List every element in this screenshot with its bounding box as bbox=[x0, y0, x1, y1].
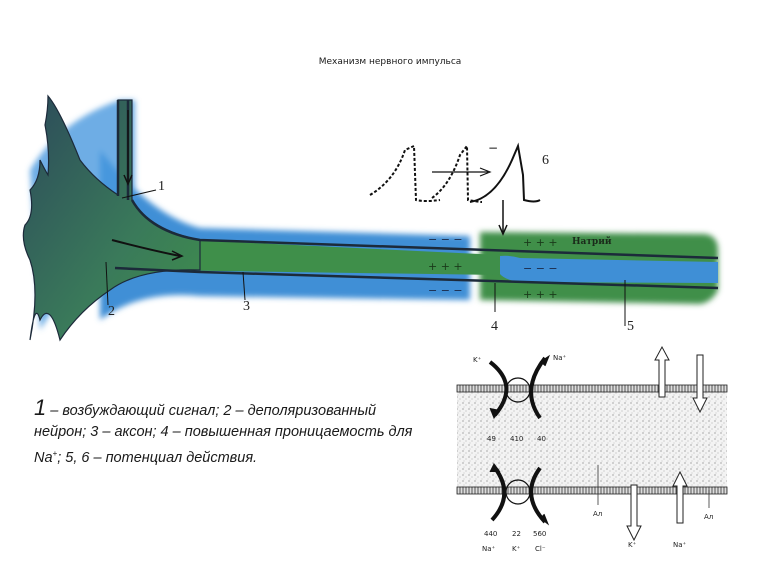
charge-plus-bottom: + + + bbox=[523, 288, 558, 301]
leader-lines bbox=[105, 189, 626, 326]
caption-text-2: ; 5, 6 – потенциал действия. bbox=[57, 449, 258, 466]
membrane-ion-diagram: K⁺ Na⁺ 49 410 40 440 22 560 Na⁺ K⁺ Cl⁻ А… bbox=[456, 345, 728, 553]
value-560: 560 bbox=[533, 530, 546, 538]
action-potential-waves bbox=[369, 142, 541, 203]
axon-core-green bbox=[150, 238, 500, 275]
channel-arrows bbox=[626, 345, 708, 542]
value-49: 49 bbox=[487, 435, 496, 443]
neuron-illustration: 1 2 3 4 5 6 − − − − + + + − − − + + + − … bbox=[22, 94, 719, 342]
signal-arrows bbox=[111, 110, 508, 261]
ion-na-bottom: Na⁺ bbox=[482, 545, 496, 553]
pump-bottom bbox=[489, 463, 550, 526]
label-4: 4 bbox=[491, 319, 498, 334]
ion-k-top: K⁺ bbox=[473, 356, 482, 364]
label-6: 6 bbox=[542, 153, 549, 168]
wave-minus: − bbox=[488, 141, 498, 155]
caption-sup: + bbox=[52, 449, 58, 458]
caption-number: 1 bbox=[34, 395, 47, 420]
label-5: 5 bbox=[627, 319, 634, 334]
ion-k-bottom: K⁺ bbox=[512, 545, 521, 553]
ion-na-right: Na⁺ bbox=[673, 541, 687, 549]
ion-na-top: Na⁺ bbox=[553, 354, 567, 362]
anion-markers bbox=[597, 465, 710, 508]
sodium-label: Натрий bbox=[572, 236, 612, 247]
charge-minus-bottom: − − − bbox=[428, 284, 463, 297]
anion-label-left: Ал bbox=[593, 510, 602, 518]
anion-label-right: Ал bbox=[704, 513, 713, 521]
value-440: 440 bbox=[484, 530, 497, 538]
arrow-up-na bbox=[672, 470, 688, 524]
charge-plus-inner: + + + bbox=[428, 260, 463, 273]
value-410: 410 bbox=[510, 435, 523, 443]
axon-core-blue bbox=[500, 255, 718, 283]
charge-minus-top: − − − bbox=[428, 233, 463, 246]
label-3: 3 bbox=[243, 299, 250, 314]
charge-plus-top: + + + bbox=[523, 236, 558, 249]
arrow-up-top bbox=[654, 345, 670, 398]
membranes bbox=[456, 384, 728, 495]
value-22: 22 bbox=[512, 530, 521, 538]
arrow-down-k bbox=[626, 484, 642, 542]
ion-cl-bottom: Cl⁻ bbox=[535, 545, 546, 553]
charge-minus-inner: − − − bbox=[523, 262, 558, 275]
arrow-down-top bbox=[692, 354, 708, 414]
label-1: 1 bbox=[158, 179, 165, 194]
figure-caption: 1 – возбуждающий сигнал; 2 – деполяризов… bbox=[34, 397, 424, 469]
charge-labels: − − − + + + − − − + + + − − − + + + bbox=[428, 233, 558, 301]
ion-k-right: K⁺ bbox=[628, 541, 637, 549]
caption-text-1: – возбуждающий сигнал; 2 – деполяризован… bbox=[34, 403, 413, 466]
label-2: 2 bbox=[108, 304, 115, 319]
page-title: Механизм нервного импульса bbox=[318, 57, 462, 67]
pump-top bbox=[488, 354, 551, 420]
value-40: 40 bbox=[537, 435, 546, 443]
